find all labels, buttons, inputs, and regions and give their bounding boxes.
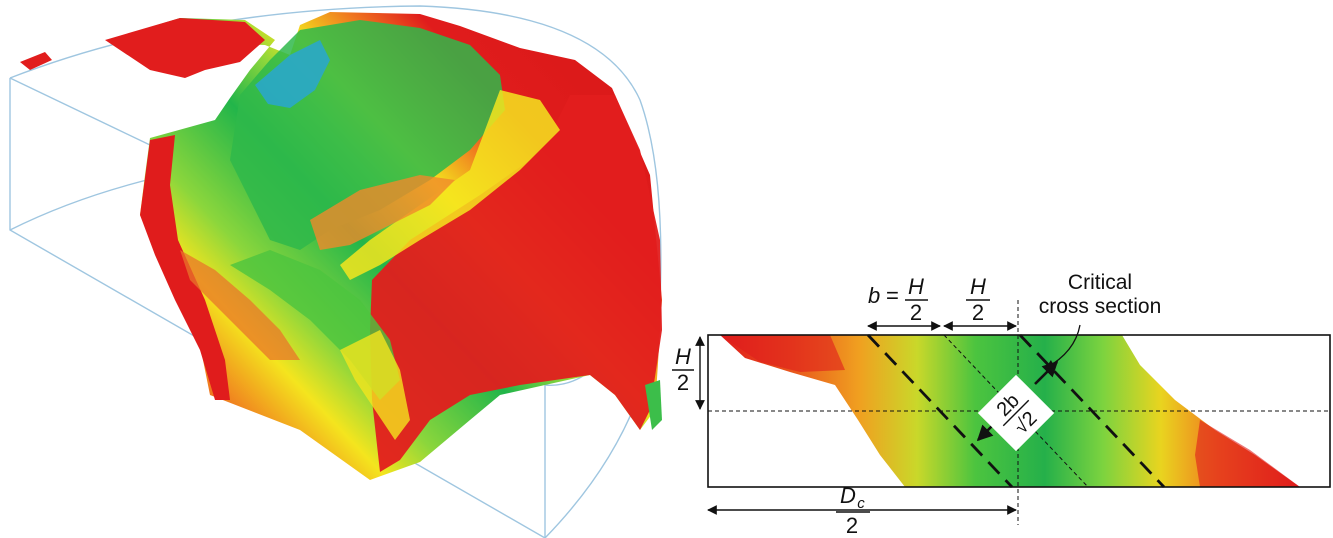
label-Dc-2: 2	[846, 513, 858, 538]
red-lobe-top	[105, 18, 265, 78]
label-Dc-D: D	[840, 483, 856, 508]
yellow-lower-stripe	[340, 330, 410, 440]
red-left-band	[140, 135, 230, 400]
green-patch	[645, 380, 662, 430]
orange-faceted-zone	[310, 175, 455, 250]
label-vert-2: 2	[677, 370, 689, 395]
band-red-right	[1195, 420, 1300, 487]
contour-3d-view	[9, 5, 662, 538]
orange-lower-zone	[180, 250, 300, 360]
band-red-left	[720, 335, 845, 372]
fraction-bar-2b	[1002, 399, 1030, 427]
critical-pointer	[1045, 324, 1081, 369]
label-cross-section: cross section	[1039, 295, 1162, 318]
label-vert-H: H	[675, 344, 691, 369]
label-h2-H: H	[970, 274, 986, 299]
cross-section-view: b = H 2 H 2 Critical cross section H 2 D…	[672, 271, 1331, 538]
label-b: b	[868, 283, 880, 308]
label-Dc-c: c	[857, 495, 865, 512]
label-b-H: H	[908, 274, 924, 299]
label-critical: Critical	[1068, 271, 1132, 294]
label-h2-2: 2	[972, 300, 984, 325]
red-lobe-small	[20, 52, 52, 70]
label-b-2: 2	[910, 300, 922, 325]
label-equals: =	[886, 283, 899, 308]
red-shell	[370, 95, 662, 472]
blue-core	[255, 40, 330, 108]
shear-line-right	[1018, 334, 1166, 488]
